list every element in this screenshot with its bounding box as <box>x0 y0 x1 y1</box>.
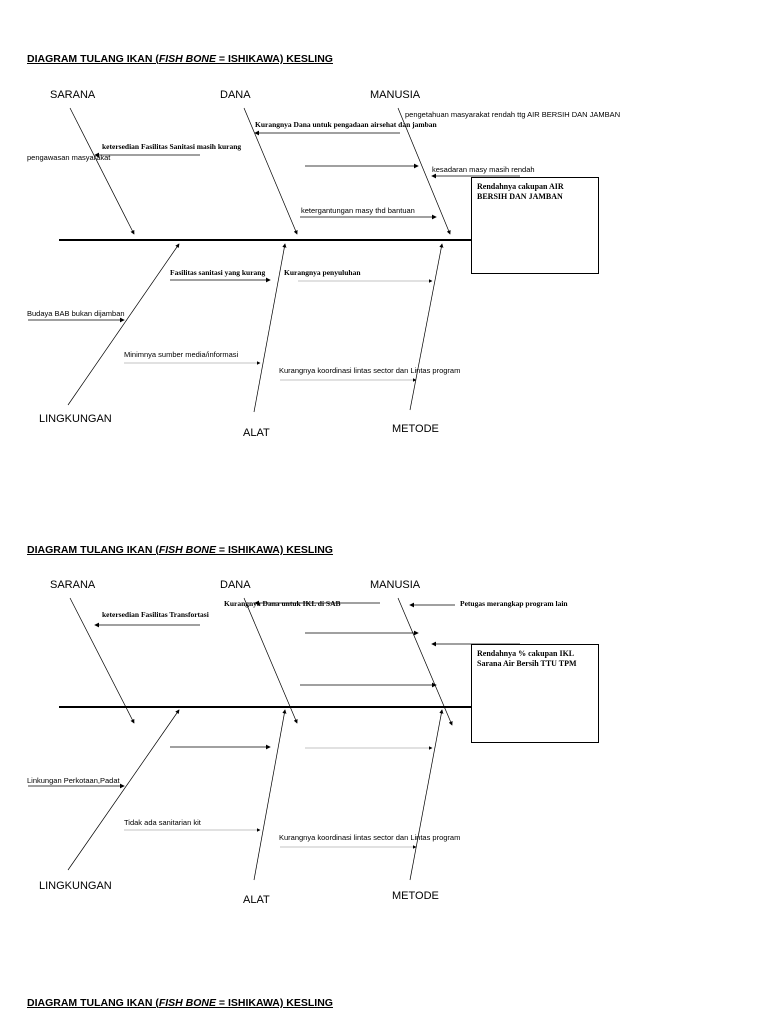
category-dana: DANA <box>220 579 251 591</box>
bone-lingkungan <box>67 243 180 406</box>
bone-sarana <box>69 107 135 235</box>
category-dana: DANA <box>220 89 251 101</box>
cause-label: Budaya BAB bukan dijamban <box>27 309 125 318</box>
bone-manusia <box>397 597 453 726</box>
cause-label: Petugas merangkap program lain <box>460 599 568 608</box>
effect-box: Rendahnya cakupan AIR BERSIH DAN JAMBAN <box>471 177 599 274</box>
category-sarana: SARANA <box>50 89 96 101</box>
fishbone-lines <box>28 107 520 413</box>
effect-text: Rendahnya cakupan AIR BERSIH DAN JAMBAN <box>477 182 564 201</box>
cause-label: Kurangnya koordinasi lintas sector dan L… <box>279 833 461 842</box>
cause-label: Kurangnya koordinasi lintas sector dan L… <box>279 366 461 375</box>
category-alat: ALAT <box>243 894 270 906</box>
cause-label: Linkungan Perkotaan,Padat <box>27 776 120 785</box>
cause-label: ketersedian Fasilitas Sanitasi masih kur… <box>102 142 242 151</box>
category-sarana: SARANA <box>50 579 96 591</box>
cause-label: Tidak ada sanitarian kit <box>124 818 201 827</box>
bone-metode <box>409 243 444 411</box>
cause-label: ketersedian Fasilitas Transfortasi <box>102 610 209 619</box>
bone-metode <box>409 709 444 881</box>
cause-label: pengetahuan masyarakat rendah ttg AIR BE… <box>405 110 621 119</box>
fishbone-lines <box>28 597 520 881</box>
effect-text: Rendahnya % cakupan IKL Sarana Air Bersi… <box>477 649 577 668</box>
cause-label: Kurangnya penyuluhan <box>284 268 361 277</box>
cause-label: Minimnya sumber media/informasi <box>124 350 239 359</box>
bone-dana <box>243 597 298 724</box>
category-lingkungan: LINGKUNGAN <box>39 880 112 892</box>
category-metode: METODE <box>392 890 439 902</box>
cause-label: Fasilitas sanitasi yang kurang <box>170 268 266 277</box>
cause-label: kesadaran masy masih rendah <box>432 165 535 174</box>
bone-lingkungan <box>67 709 180 871</box>
diagram-title-3: DIAGRAM TULANG IKAN (FISH BONE = ISHIKAW… <box>27 997 333 1009</box>
bone-dana <box>243 107 298 235</box>
cause-label: Kurangnya Dana untuk IKL di SAB <box>224 599 341 608</box>
diagram-title: DIAGRAM TULANG IKAN (FISH BONE = ISHIKAW… <box>27 53 333 65</box>
category-manusia: MANUSIA <box>370 579 421 591</box>
category-alat: ALAT <box>243 427 270 439</box>
bone-sarana <box>69 597 135 724</box>
category-metode: METODE <box>392 423 439 435</box>
cause-label: ketergantungan masy thd bantuan <box>301 206 415 215</box>
cause-label: pengawasan masyarakat <box>27 153 111 162</box>
cause-label: Kurangnya Dana untuk pengadaan airsehat … <box>255 120 437 129</box>
category-lingkungan: LINGKUNGAN <box>39 413 112 425</box>
diagram-title: DIAGRAM TULANG IKAN (FISH BONE = ISHIKAW… <box>27 544 333 556</box>
effect-box: Rendahnya % cakupan IKL Sarana Air Bersi… <box>471 644 599 743</box>
bone-alat <box>253 243 287 413</box>
bone-alat <box>253 709 287 881</box>
category-manusia: MANUSIA <box>370 89 421 101</box>
bone-manusia <box>397 107 451 235</box>
